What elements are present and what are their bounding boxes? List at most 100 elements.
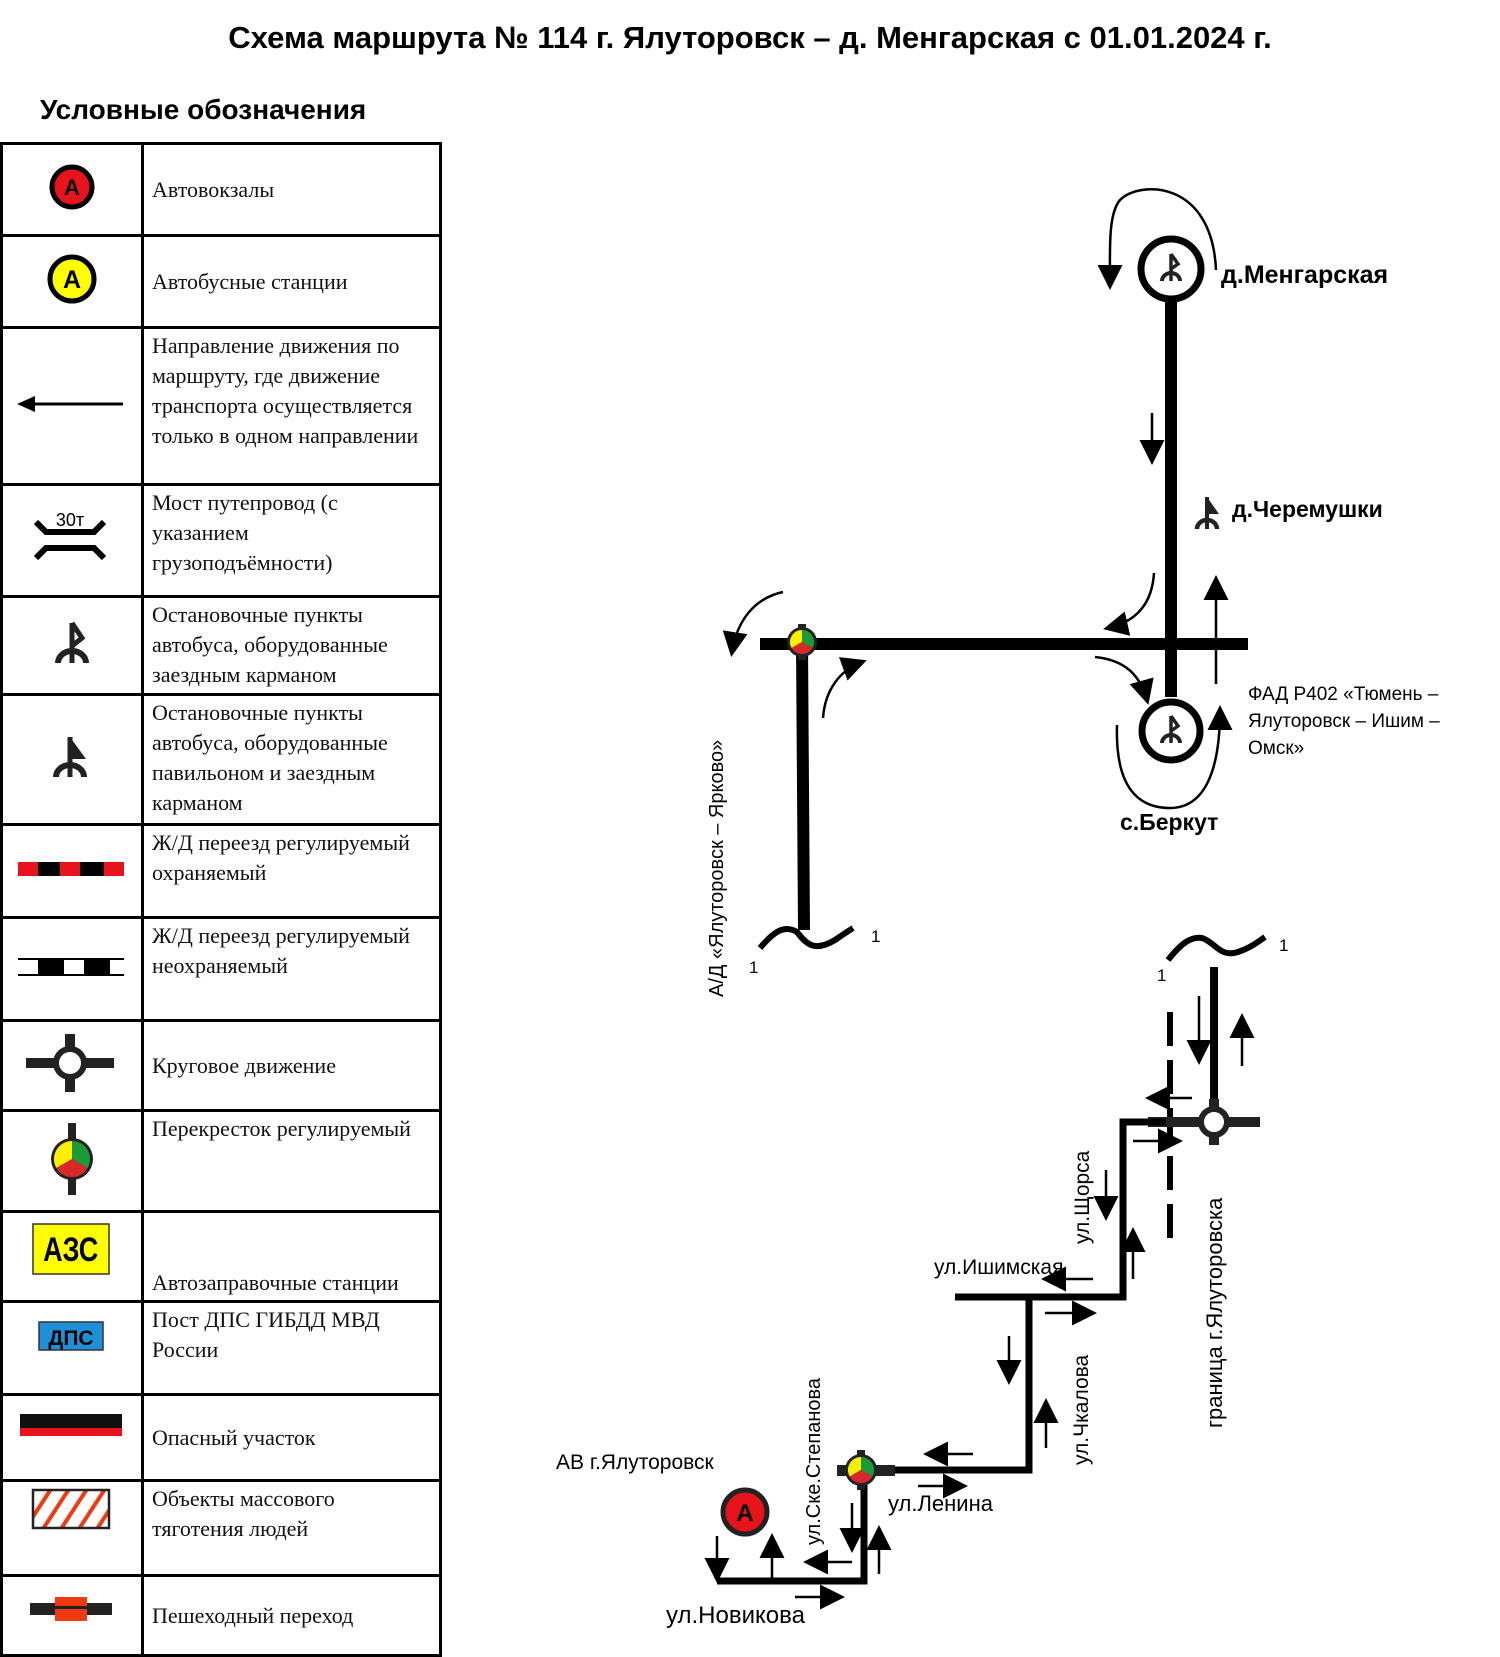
svg-text:АЗС: АЗС	[43, 1230, 98, 1269]
legend-label: Направление движения по маршруту, где дв…	[141, 326, 442, 486]
bus-terminal-icon: А	[49, 164, 95, 210]
legend-symbol-cell	[0, 1574, 144, 1657]
legend-row: Перекресток регулируемый	[0, 1109, 442, 1213]
railway-crossing-unguarded-icon	[18, 957, 124, 976]
legend-label: Пост ДПС ГИБДД МВД России	[141, 1300, 442, 1396]
legend-row: Ж/Д переезд регулируемый неохраняемый	[0, 916, 442, 1022]
legend-symbol-cell: 30т	[0, 483, 144, 598]
break-mark-label: 1	[1157, 966, 1166, 985]
mass-gathering-icon	[31, 1488, 111, 1530]
legend-label: Остановочные пункты автобуса, оборудован…	[141, 595, 442, 696]
bus-stop-pocket-icon	[1160, 252, 1182, 282]
street-label-ske-stepanova: ул.Ске.Степанова	[803, 1377, 825, 1545]
bus-stop-pavilion-icon	[53, 737, 87, 778]
legend-symbol-cell: ДПС	[0, 1300, 144, 1396]
traffic-light-icon	[787, 624, 817, 660]
legend-row: ДПС Пост ДПС ГИБДД МВД России	[0, 1300, 442, 1396]
bus-terminal-icon	[720, 1487, 770, 1537]
svg-text:ДПС: ДПС	[48, 1327, 93, 1350]
legend-row: Ж/Д переезд регулируемый охраняемый	[0, 823, 442, 919]
legend-label: Перекресток регулируемый	[141, 1109, 442, 1213]
svg-text:А: А	[64, 175, 80, 200]
turn-arrow-berkut	[1115, 705, 1233, 810]
legend-label: Пешеходный переход	[141, 1574, 442, 1657]
break-mark-label: 1	[749, 958, 758, 977]
bus-stop-pocket-icon	[1160, 714, 1182, 744]
svg-text:А: А	[63, 266, 81, 294]
road-yarkovo	[796, 643, 810, 931]
street-label-chkalova: ул.Чкалова	[1070, 1354, 1093, 1465]
turn-arrow-yarkovo	[722, 590, 784, 657]
legend-row: А Автовокзалы	[0, 142, 442, 237]
legend-table: А Автовокзалы А Автобусные станции Напра…	[0, 142, 442, 1657]
railway-crossing-guarded-icon	[18, 861, 124, 876]
legend-symbol-cell	[0, 1393, 144, 1482]
legend-label: Автовокзалы	[141, 142, 442, 237]
break-mark-label: 1	[871, 927, 880, 946]
legend-label: Опасный участок	[141, 1393, 442, 1482]
legend-row: Опасный участок	[0, 1393, 442, 1482]
legend-row: Остановочные пункты автобуса, оборудован…	[0, 595, 442, 696]
street-label-ishimskaya: ул.Ишимская	[934, 1256, 1063, 1279]
legend-label: Мост путепровод (с указанием грузоподъём…	[141, 483, 442, 598]
legend-row: АЗС Автозаправочные станции	[0, 1210, 442, 1303]
city-border-label: граница г.Ялуторовска	[1202, 1197, 1227, 1428]
turn-arrow-left	[1103, 572, 1156, 636]
street-label-novikova: ул.Новикова	[666, 1602, 806, 1629]
legend-symbol-cell	[0, 1019, 144, 1112]
legend-symbol-cell: АЗС	[0, 1210, 144, 1303]
road-label-yarkovo: А/Д «Ялуторовск – Ярково»	[706, 740, 728, 997]
bus-stop-pavilion-icon	[1194, 497, 1220, 530]
svg-text:А: А	[736, 1500, 753, 1527]
legend-symbol-cell	[0, 1109, 144, 1213]
turn-arrow-to-berkut	[1094, 655, 1154, 705]
page-title: Схема маршрута № 114 г. Ялуторовск – д. …	[228, 20, 1272, 55]
bus-terminal-yalutorovsk[interactable]: А АВ г.Ялуторовск	[556, 1451, 770, 1537]
legend-row: 30т Мост путепровод (с указанием грузопо…	[0, 483, 442, 598]
federal-road-label: ФАД Р402 «Тюмень – Ялуторовск – Ишим – О…	[1248, 684, 1440, 759]
route-street-chkalova-lenina	[886, 1297, 1033, 1474]
legend-row: Круговое движение	[0, 1019, 442, 1112]
svg-text:ФАД Р402 «Тюмень –: ФАД Р402 «Тюмень –	[1248, 684, 1439, 705]
legend-row: Объекты массового тяготения людей	[0, 1479, 442, 1577]
legend-title: Условные обозначения	[40, 94, 367, 125]
route-streets-shorsa-ishimskaya	[955, 1118, 1166, 1301]
legend-label: Автозаправочные станции	[141, 1210, 442, 1303]
bus-station-icon: А	[47, 254, 97, 304]
legend-symbol-cell	[0, 916, 144, 1022]
place-label: АВ г.Ялуторовск	[556, 1451, 715, 1474]
legend-label: Ж/Д переезд регулируемый неохраняемый	[141, 916, 442, 1022]
stop-mengarskaya[interactable]: д.Менгарская	[1137, 235, 1388, 303]
legend-symbol-cell	[0, 326, 144, 486]
legend-label: Ж/Д переезд регулируемый охраняемый	[141, 823, 442, 919]
legend-row: А Автобусные станции	[0, 234, 442, 329]
place-label: д.Менгарская	[1221, 261, 1388, 289]
federal-road	[760, 298, 1248, 931]
bridge-icon: 30т	[33, 510, 107, 561]
street-label-lenina: ул.Ленина	[888, 1491, 994, 1516]
legend-label: Объекты массового тяготения людей	[141, 1479, 442, 1577]
legend-symbol-cell	[0, 595, 144, 696]
legend-label: Автобусные станции	[141, 234, 442, 329]
roundabout-icon	[26, 1034, 114, 1092]
traffic-light-icon	[51, 1122, 93, 1195]
direction-arrow-icon	[17, 395, 123, 412]
svg-text:30т: 30т	[56, 510, 84, 530]
stop-cheremushki[interactable]: д.Черемушки	[1194, 496, 1383, 530]
legend-label: Остановочные пункты автобуса, оборудован…	[141, 693, 442, 826]
pedestrian-crossing-icon	[30, 1597, 112, 1621]
place-label: с.Беркут	[1120, 809, 1218, 835]
turn-arrow-mengarskaya	[1097, 188, 1218, 290]
bus-stop-pocket-icon	[55, 621, 89, 664]
police-post-icon: ДПС	[38, 1321, 104, 1351]
legend-symbol-cell: А	[0, 234, 144, 329]
stop-berkut[interactable]: с.Беркут	[1120, 698, 1218, 835]
svg-text:Омск»: Омск»	[1248, 738, 1304, 759]
break-mark	[1165, 934, 1267, 962]
gas-station-icon: АЗС	[32, 1223, 110, 1275]
legend-label: Круговое движение	[141, 1019, 442, 1112]
legend-symbol-cell	[0, 1479, 144, 1577]
route-street-novikova	[717, 1470, 868, 1585]
street-label-shorsa: ул.Щорса	[1071, 1150, 1094, 1244]
